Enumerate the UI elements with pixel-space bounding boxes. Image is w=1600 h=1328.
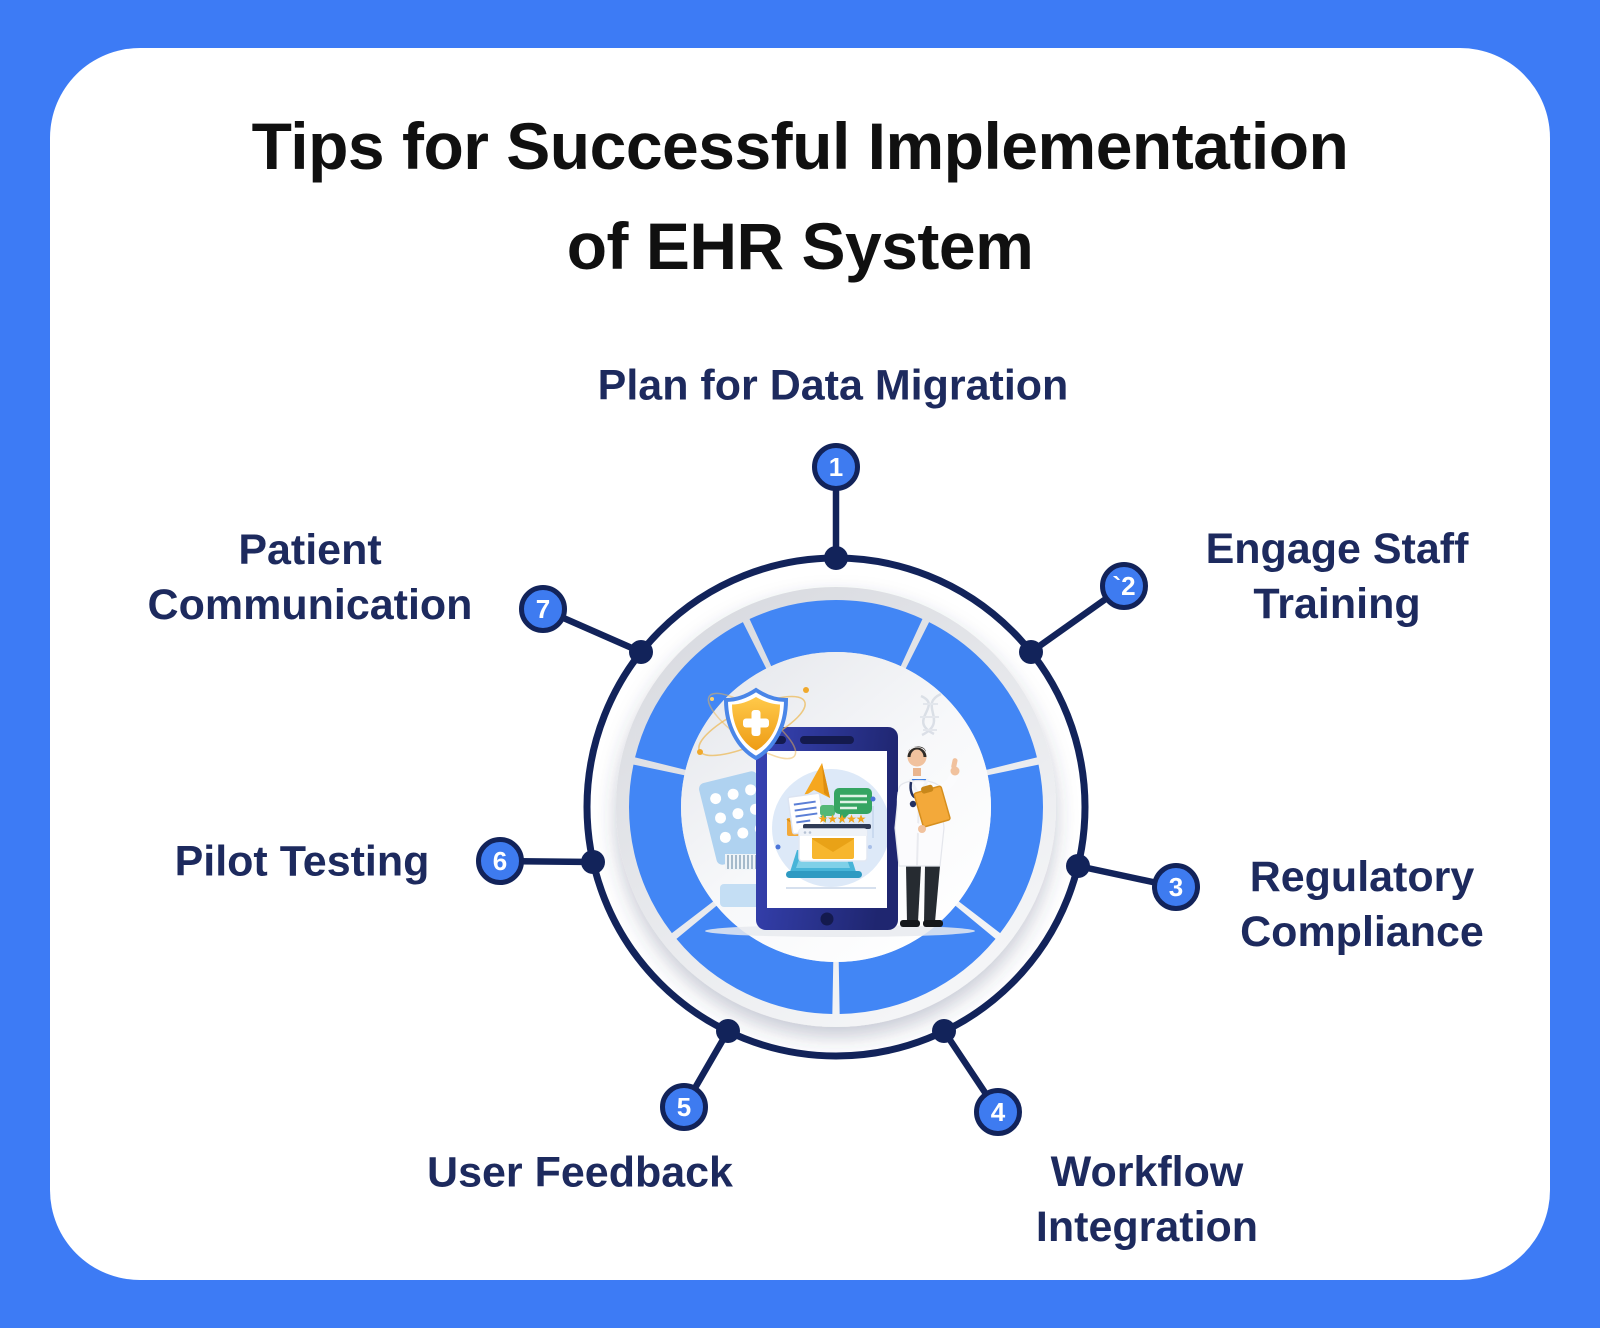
step-label-6: Pilot Testing [174,837,430,886]
doctor-illustration [894,746,960,927]
ring-segment-2 [905,622,1037,771]
tablet-home-button [820,912,834,926]
clipboard-icon [913,784,951,828]
step-badge-5: 5 [660,1083,708,1131]
wheel-ring [629,600,1043,1014]
browser-card [798,828,868,862]
step-number-1: 1 [828,451,844,482]
node-dot-4 [932,1019,956,1043]
medicine-card-icon [720,854,763,907]
tablet-speaker-slot [800,736,854,744]
step-number-5: 5 [676,1091,692,1122]
page-title: Tips for Successful Implementation of EH… [0,96,1600,296]
envelope-icon [812,838,854,859]
ring-segment-4 [838,905,996,1014]
node-dot-1 [824,546,848,570]
step-badge-6: 6 [476,837,524,885]
ring-segment-3 [958,764,1043,934]
center-illustration [697,687,975,937]
doctor-shoe [900,920,920,927]
step-number-3: 3 [1168,871,1184,902]
step-number-2: `2 [1112,570,1136,601]
ring-segment-6 [629,764,714,934]
step-badge-4: 4 [974,1088,1022,1136]
step-label-5: User Feedback [427,1148,733,1197]
node-dot-2 [1019,640,1043,664]
node-dot-5 [716,1019,740,1043]
node-dot-3 [1066,854,1090,878]
medical-shield-icon [697,687,809,761]
step-badge-3: 3 [1152,863,1200,911]
node-dots [581,546,1090,1043]
title-line-2: of EHR System [566,209,1034,283]
step-number-6: 6 [492,845,508,876]
step-label-2: Engage Staff Training [1205,525,1469,628]
step-number-4: 4 [990,1096,1006,1127]
step-label-1: Plan for Data Migration [597,361,1069,410]
tablet-icon [756,727,898,930]
step-label-7: Patient Communication [147,526,473,629]
step-label-4: Workflow Integration [1035,1148,1259,1251]
doctor-neck [913,768,921,776]
doctor-face [907,747,927,767]
step-badge-1: 1 [812,443,860,491]
step-number-7: 7 [535,593,551,624]
node-dot-7 [629,640,653,664]
screen-content [772,763,887,889]
step-label-3: Regulatory Compliance [1240,853,1484,956]
node-dot-6 [581,850,605,874]
doctor-arm-holding [896,788,925,834]
ring-segment-5 [676,905,834,1014]
ring-segment-7 [635,622,767,771]
title-line-1: Tips for Successful Implementation [251,109,1349,183]
step-badge-7: 7 [519,585,567,633]
step-badge-2: `2 [1100,562,1148,610]
ring-segment-1 [749,600,923,667]
doctor-hair [907,747,927,757]
dna-helix-icon [920,692,942,737]
